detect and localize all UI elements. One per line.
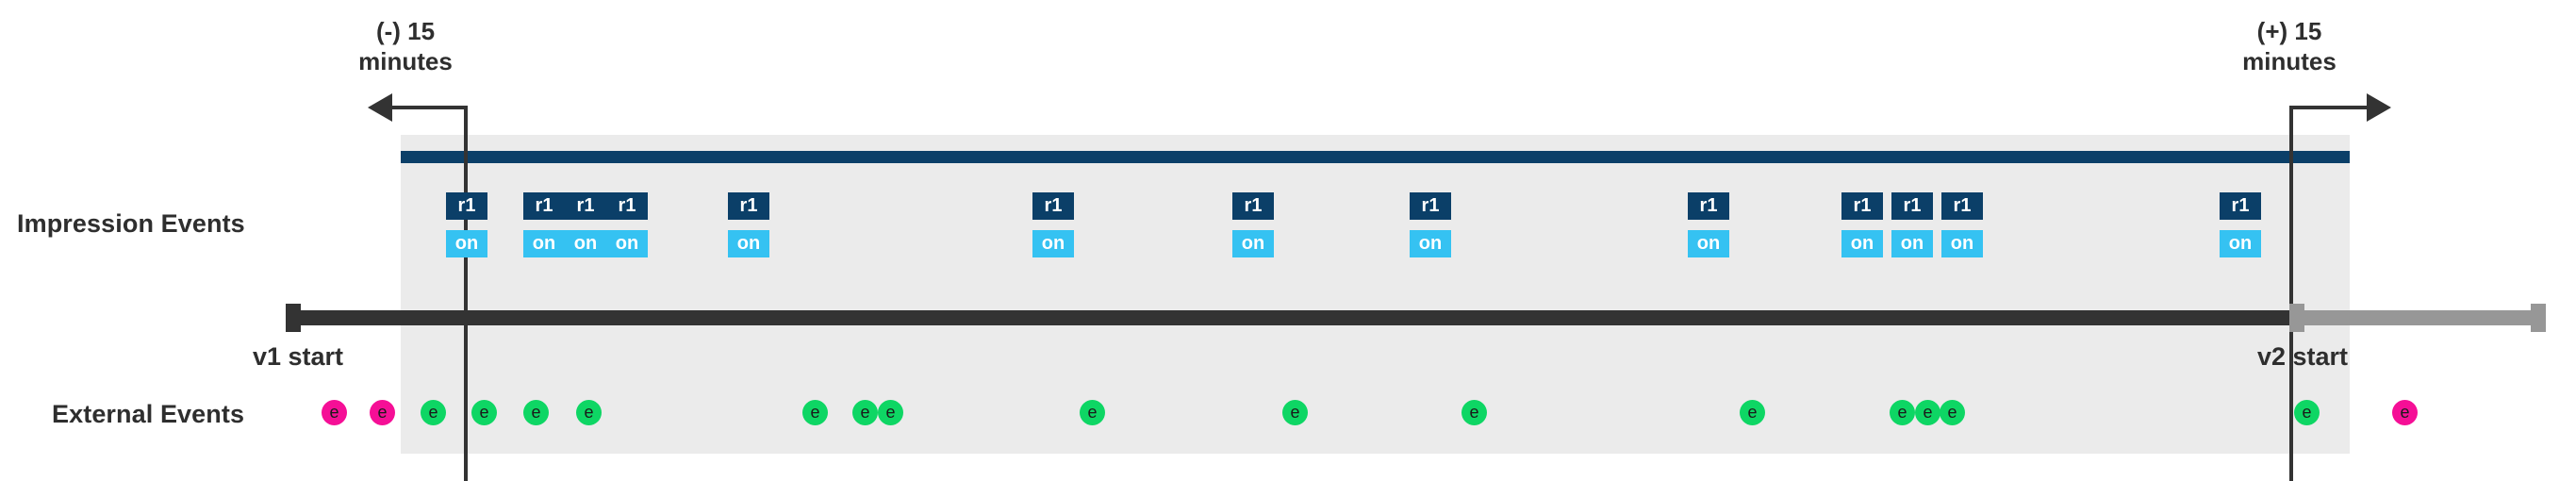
callout-minus-line1: (-) 15 xyxy=(375,17,436,45)
external-event-dot: e xyxy=(1890,400,1915,425)
impression-event: r1 on xyxy=(1688,192,1729,257)
impression-event: r1 on xyxy=(1032,192,1074,257)
callout-plus-line1: (+) 15 xyxy=(2256,17,2322,45)
impression-state-badge: on xyxy=(1032,230,1074,257)
impression-request-badge: r1 xyxy=(523,192,565,220)
impression-state-badge: on xyxy=(728,230,769,257)
callout-plus-leader-line xyxy=(2291,106,2369,109)
impression-event: r1 on xyxy=(2220,192,2261,257)
callout-minus-15-minutes: (-) 15 minutes xyxy=(311,17,500,76)
external-event-dot: e xyxy=(471,400,497,425)
callout-minus-leader-line xyxy=(388,106,466,109)
impression-request-badge: r1 xyxy=(728,192,769,220)
v1-timeline-bar xyxy=(286,310,2300,325)
window-start-guide-line xyxy=(464,106,468,481)
impression-request-badge: r1 xyxy=(1941,192,1983,220)
external-event-dot: e xyxy=(1282,400,1308,425)
impression-event: r1 on xyxy=(1232,192,1274,257)
impression-state-badge: on xyxy=(1841,230,1883,257)
external-event-dot: e xyxy=(852,400,878,425)
impression-request-badge: r1 xyxy=(1032,192,1074,220)
external-event-dot: e xyxy=(523,400,549,425)
callout-minus-line2: minutes xyxy=(358,46,453,75)
external-event-dot: e xyxy=(878,400,903,425)
impression-event: r1 on xyxy=(1410,192,1451,257)
impression-request-badge: r1 xyxy=(1891,192,1933,220)
impression-state-badge: on xyxy=(1941,230,1983,257)
impression-request-badge: r1 xyxy=(2220,192,2261,220)
v2-end-cap xyxy=(2531,304,2546,332)
external-event-dot: e xyxy=(421,400,446,425)
external-event-dot: e xyxy=(370,400,395,425)
impression-event: r1 on xyxy=(565,192,606,257)
impression-state-badge: on xyxy=(565,230,606,257)
attribution-window-panel xyxy=(401,135,2350,454)
impression-state-badge: on xyxy=(1410,230,1451,257)
external-event-dot: e xyxy=(576,400,602,425)
v1-start-label: v1 start xyxy=(252,342,344,371)
impression-event: r1 on xyxy=(1891,192,1933,257)
external-event-dot: e xyxy=(1940,400,1965,425)
impression-request-badge: r1 xyxy=(1232,192,1274,220)
impression-state-badge: on xyxy=(2220,230,2261,257)
impression-event: r1 on xyxy=(446,192,487,257)
external-event-dot: e xyxy=(2392,400,2418,425)
impression-event: r1 on xyxy=(523,192,565,257)
impression-state-badge: on xyxy=(446,230,487,257)
callout-plus-15-minutes: (+) 15 minutes xyxy=(2195,17,2384,76)
impression-request-badge: r1 xyxy=(1841,192,1883,220)
impression-request-badge: r1 xyxy=(1688,192,1729,220)
external-events-label: External Events xyxy=(52,400,245,428)
v1-start-cap xyxy=(286,304,301,332)
impression-request-badge: r1 xyxy=(1410,192,1451,220)
impression-event: r1 on xyxy=(1841,192,1883,257)
external-event-dot: e xyxy=(1461,400,1487,425)
impression-request-badge: r1 xyxy=(565,192,606,220)
impression-event: r1 on xyxy=(606,192,648,257)
external-event-dot: e xyxy=(1080,400,1105,425)
v2-timeline-bar xyxy=(2289,310,2546,325)
impression-state-badge: on xyxy=(1688,230,1729,257)
external-event-dot: e xyxy=(802,400,828,425)
impression-state-badge: on xyxy=(523,230,565,257)
arrow-right-icon xyxy=(2367,93,2391,122)
external-event-dot: e xyxy=(322,400,347,425)
impression-event: r1 on xyxy=(1941,192,1983,257)
impression-state-badge: on xyxy=(606,230,648,257)
window-end-guide-line xyxy=(2289,106,2293,481)
impression-state-badge: on xyxy=(1891,230,1933,257)
impression-event: r1 on xyxy=(728,192,769,257)
external-event-dot: e xyxy=(1740,400,1765,425)
v2-start-cap xyxy=(2289,304,2304,332)
version-bar xyxy=(401,151,2350,163)
external-event-dot: e xyxy=(2294,400,2320,425)
arrow-left-icon xyxy=(368,93,392,122)
v2-start-label: v2 start xyxy=(2256,342,2349,371)
impression-request-badge: r1 xyxy=(606,192,648,220)
external-event-dot: e xyxy=(1915,400,1940,425)
callout-plus-line2: minutes xyxy=(2242,46,2337,75)
impression-events-label: Impression Events xyxy=(17,209,245,238)
impression-request-badge: r1 xyxy=(446,192,487,220)
impression-state-badge: on xyxy=(1232,230,1274,257)
